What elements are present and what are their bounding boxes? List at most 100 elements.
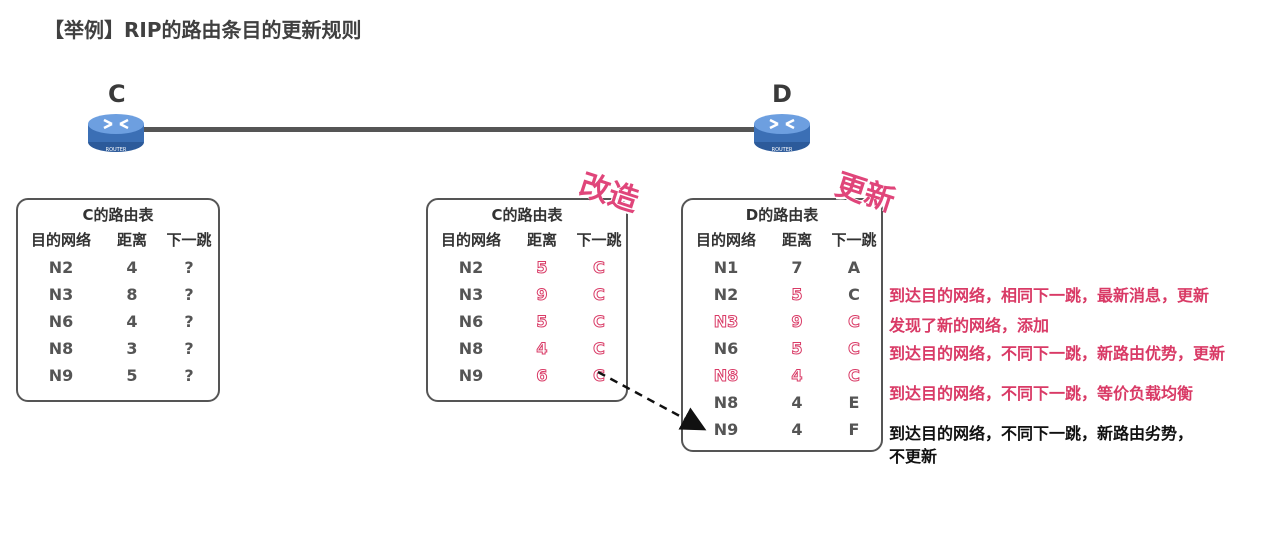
cell-next: ? — [184, 285, 194, 304]
svg-text:ROUTER: ROUTER — [772, 147, 793, 153]
table-row: N8 4 C — [428, 335, 626, 362]
cell-dest: N6 — [48, 312, 74, 331]
note-no-update: 不更新 — [889, 447, 938, 466]
cell-next: C — [593, 285, 606, 305]
table-caption: C的路由表 — [82, 206, 154, 224]
table-row: N2 5 C — [428, 254, 626, 281]
cell-dist: 5 — [791, 339, 803, 359]
cell-dest: N3 — [48, 285, 74, 304]
cell-next: C — [593, 258, 606, 278]
table-caption: D的路由表 — [745, 206, 819, 224]
cell-dest: N9 — [713, 420, 739, 439]
table-row: N8 4 E — [683, 389, 881, 416]
table-row: N3 9 C — [428, 281, 626, 308]
cell-dest: N3 — [713, 312, 739, 332]
cell-next: C — [593, 312, 606, 332]
cell-dist: 5 — [536, 312, 548, 332]
cell-dist: 6 — [536, 366, 548, 386]
cell-dest: N6 — [713, 339, 739, 358]
table-row: N8 3 ? — [18, 335, 218, 362]
link-c-d — [144, 127, 756, 132]
cell-dest: N8 — [713, 393, 739, 412]
node-d-label: D — [772, 80, 792, 108]
table-c-modified: C的路由表 目的网络 距离 下一跳 N2 5 C N3 9 C N6 5 C N… — [426, 198, 628, 402]
col-dest: 目的网络 — [30, 231, 91, 249]
cell-next: E — [848, 393, 860, 412]
cell-dist: 4 — [791, 366, 803, 386]
cell-next: ? — [184, 258, 194, 277]
cell-dest: N8 — [458, 339, 484, 358]
cell-dest: N6 — [458, 312, 484, 331]
col-dist: 距离 — [781, 231, 812, 249]
table-header: 目的网络 距离 下一跳 — [428, 227, 626, 254]
note-same-next-hop: 到达目的网络，相同下一跳，最新消息，更新 — [889, 286, 1210, 305]
col-next: 下一跳 — [831, 231, 877, 249]
cell-next: ? — [184, 339, 194, 358]
table-c-routing: C的路由表 目的网络 距离 下一跳 N2 4 ? N3 8 ? N6 4 ? N… — [16, 198, 220, 402]
cell-next: C — [848, 312, 861, 332]
table-caption: C的路由表 — [491, 206, 563, 224]
cell-next: C — [848, 339, 861, 359]
table-header: 目的网络 距离 下一跳 — [683, 227, 881, 254]
page-title: 【举例】RIP的路由条目的更新规则 — [44, 18, 362, 42]
cell-dest: N2 — [48, 258, 74, 277]
col-dest: 目的网络 — [440, 231, 501, 249]
cell-dest: N3 — [458, 285, 484, 304]
table-row: N6 4 ? — [18, 308, 218, 335]
cell-dest: N8 — [48, 339, 74, 358]
cell-dist: 4 — [536, 339, 548, 359]
cell-dist: 4 — [791, 420, 803, 439]
table-header: 目的网络 距离 下一跳 — [18, 227, 218, 254]
note-load-balance: 到达目的网络，不同下一跳，等价负载均衡 — [889, 384, 1194, 403]
cell-dest: N1 — [713, 258, 739, 277]
cell-dist: 5 — [791, 285, 803, 305]
cell-next: C — [593, 339, 606, 359]
table-row: N2 4 ? — [18, 254, 218, 281]
cell-next: C — [848, 366, 861, 386]
note-new-network: 发现了新的网络，添加 — [889, 316, 1050, 335]
table-row: N2 5 C — [683, 281, 881, 308]
col-next: 下一跳 — [166, 231, 212, 249]
cell-next: ? — [184, 312, 194, 331]
cell-dist: 4 — [791, 393, 803, 412]
cell-dest: N8 — [713, 366, 739, 386]
router-d-icon: ROUTER — [752, 110, 812, 154]
cell-dist: 4 — [126, 258, 138, 277]
table-row: N9 4 F — [683, 416, 881, 443]
table-row: N6 5 C — [428, 308, 626, 335]
col-dest: 目的网络 — [695, 231, 756, 249]
cell-dest: N2 — [458, 258, 484, 277]
cell-next: C — [848, 285, 860, 304]
table-row: N8 4 C — [683, 362, 881, 389]
cell-dest: N2 — [713, 285, 739, 304]
col-dist: 距离 — [116, 231, 147, 249]
cell-dist: 5 — [536, 258, 548, 278]
cell-next: C — [593, 366, 606, 386]
cell-dist: 8 — [126, 285, 138, 304]
cell-dist: 4 — [126, 312, 138, 331]
cell-dest: N9 — [458, 366, 484, 385]
cell-next: A — [847, 258, 861, 277]
table-row: N1 7 A — [683, 254, 881, 281]
table-row: N6 5 C — [683, 335, 881, 362]
table-row: N3 9 C — [683, 308, 881, 335]
cell-dist: 3 — [126, 339, 138, 358]
table-row: N9 5 ? — [18, 362, 218, 389]
table-row: N9 6 C — [428, 362, 626, 389]
svg-text:ROUTER: ROUTER — [106, 147, 127, 153]
cell-dist: 9 — [536, 285, 548, 305]
note-worse-route: 到达目的网络，不同下一跳，新路由劣势， — [889, 424, 1194, 443]
cell-dist: 7 — [791, 258, 803, 277]
cell-next: F — [848, 420, 860, 439]
cell-dist: 9 — [791, 312, 803, 332]
col-dist: 距离 — [526, 231, 557, 249]
table-d-routing: D的路由表 目的网络 距离 下一跳 N1 7 A N2 5 C N3 9 C N… — [681, 198, 883, 452]
cell-next: ? — [184, 366, 194, 385]
note-better-route: 到达目的网络，不同下一跳，新路由优势，更新 — [889, 344, 1226, 363]
table-row: N3 8 ? — [18, 281, 218, 308]
cell-dist: 5 — [126, 366, 138, 385]
node-c-label: C — [108, 80, 126, 108]
col-next: 下一跳 — [576, 231, 622, 249]
cell-dest: N9 — [48, 366, 74, 385]
